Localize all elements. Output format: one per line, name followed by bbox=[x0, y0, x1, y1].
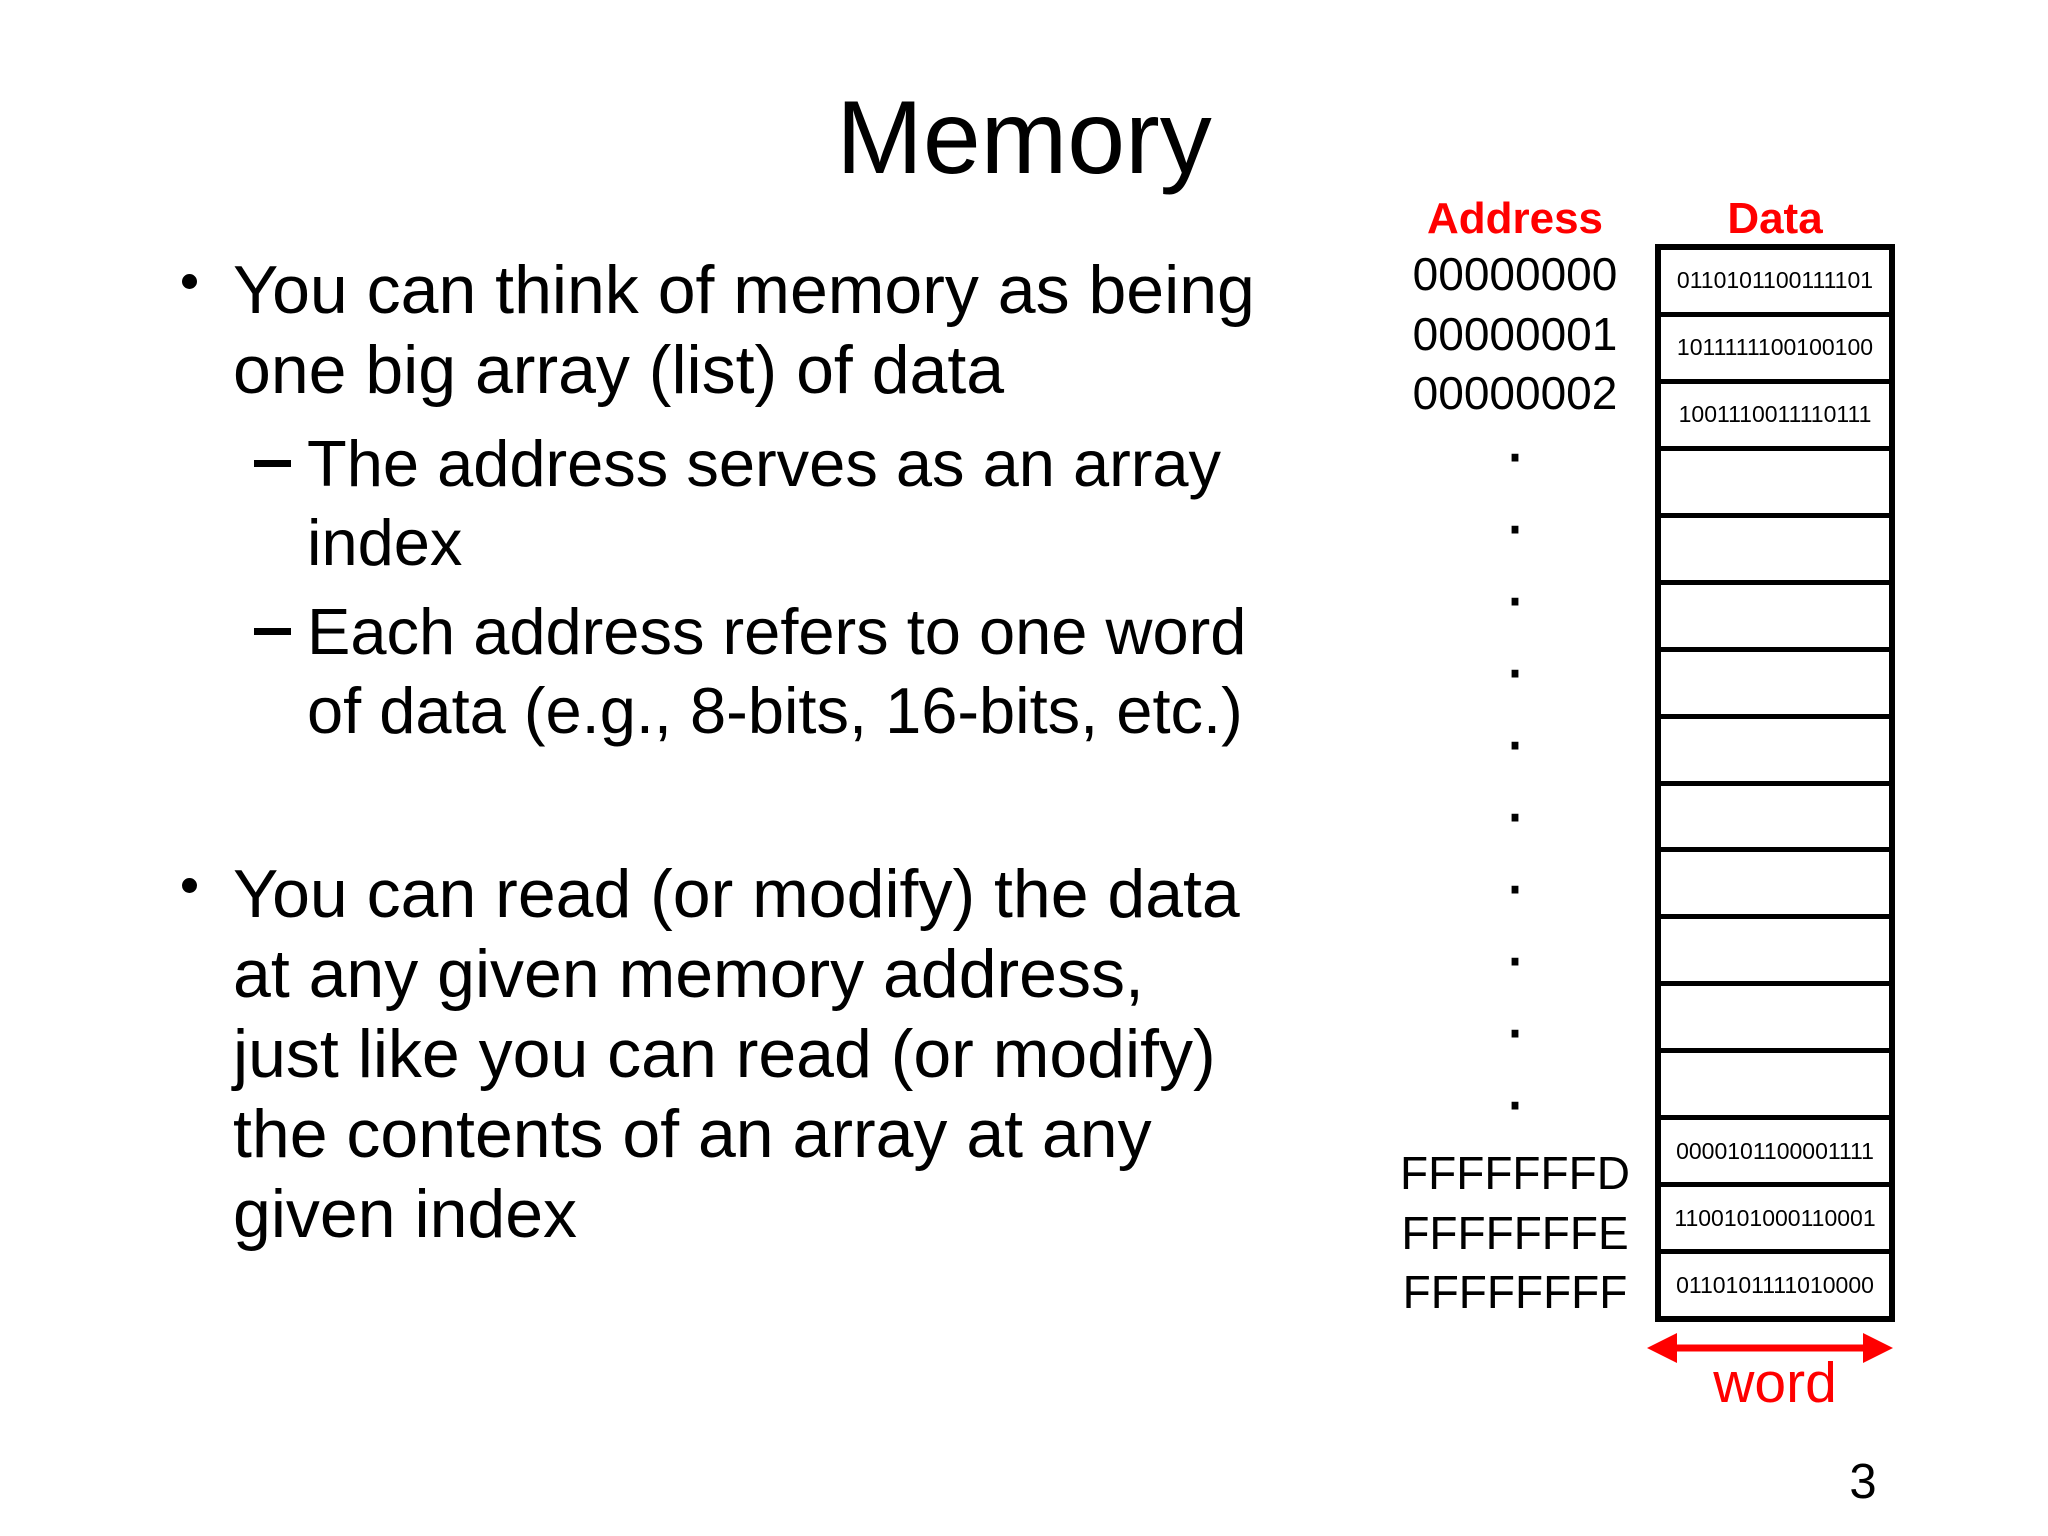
ellipsis-dot: . bbox=[1504, 901, 1525, 982]
address-column: 00000000 00000001 00000002 . . . . . . .… bbox=[1395, 244, 1635, 1322]
address-label: 00000000 bbox=[1412, 247, 1618, 300]
memory-cell bbox=[1661, 579, 1889, 647]
memory-cell: 1100101000110001 bbox=[1661, 1182, 1889, 1249]
sub-bullet-2: Each address refers to one word of data … bbox=[254, 592, 1246, 750]
memory-cell bbox=[1661, 646, 1889, 714]
memory-cell: 1001110011110111 bbox=[1661, 378, 1889, 446]
ellipsis-dot: . bbox=[1504, 685, 1525, 766]
ellipsis-dot: . bbox=[1504, 469, 1525, 550]
bullet-dot-icon bbox=[182, 878, 197, 893]
ellipsis-dot: . bbox=[1504, 829, 1525, 910]
address-label: FFFFFFFF bbox=[1402, 1266, 1628, 1319]
bullet-2-text: You can read (or modify) the data at any… bbox=[233, 856, 1240, 1252]
memory-cell bbox=[1661, 981, 1889, 1048]
ellipsis-dot: . bbox=[1504, 757, 1525, 838]
ellipsis-dot: . bbox=[1504, 1045, 1525, 1126]
sub-bullet-1-text: The address serves as an array index bbox=[307, 427, 1222, 579]
memory-cell bbox=[1661, 1048, 1889, 1115]
word-width-arrow-icon bbox=[1647, 1333, 1893, 1363]
sub-bullet-1: The address serves as an array index bbox=[254, 424, 1221, 582]
address-label: FFFFFFFE bbox=[1401, 1206, 1629, 1259]
address-label: FFFFFFFD bbox=[1400, 1146, 1630, 1199]
ellipsis-dot: . bbox=[1504, 613, 1525, 694]
memory-table: 0110101100111101 1011111100100100 100111… bbox=[1655, 244, 1895, 1322]
ellipsis-dot: . bbox=[1504, 541, 1525, 622]
address-label: 00000002 bbox=[1412, 367, 1618, 420]
page-number: 3 bbox=[1849, 1455, 1877, 1509]
memory-cell: 0000101100001111 bbox=[1661, 1115, 1889, 1182]
ellipsis-dot: . bbox=[1504, 397, 1525, 478]
memory-cell: 0110101100111101 bbox=[1676, 267, 1874, 294]
memory-cell bbox=[1661, 914, 1889, 981]
address-label: 00000001 bbox=[1412, 307, 1618, 360]
memory-cell bbox=[1661, 512, 1889, 580]
memory-cell bbox=[1661, 847, 1889, 914]
memory-cell bbox=[1661, 713, 1889, 781]
slide-title: Memory bbox=[836, 80, 1212, 196]
bullet-point-2: You can read (or modify) the data at any… bbox=[170, 854, 1240, 1254]
ellipsis-dot: . bbox=[1504, 973, 1525, 1054]
bullet-point-1: You can think of memory as being one big… bbox=[170, 250, 1255, 410]
bullet-1-text: You can think of memory as being one big… bbox=[233, 252, 1255, 408]
memory-cell: 0110101111010000 bbox=[1661, 1249, 1889, 1316]
address-column-header: Address bbox=[1426, 194, 1604, 243]
data-column-header: Data bbox=[1727, 194, 1823, 243]
memory-cell bbox=[1661, 445, 1889, 513]
memory-cell: 1011111100100100 bbox=[1661, 311, 1889, 379]
bullet-dot-icon bbox=[182, 274, 197, 289]
dash-icon bbox=[254, 460, 291, 467]
word-label: word bbox=[1713, 1351, 1837, 1415]
dash-icon bbox=[254, 628, 291, 635]
memory-cell bbox=[1661, 780, 1889, 848]
sub-bullet-2-text: Each address refers to one word of data … bbox=[307, 595, 1247, 747]
